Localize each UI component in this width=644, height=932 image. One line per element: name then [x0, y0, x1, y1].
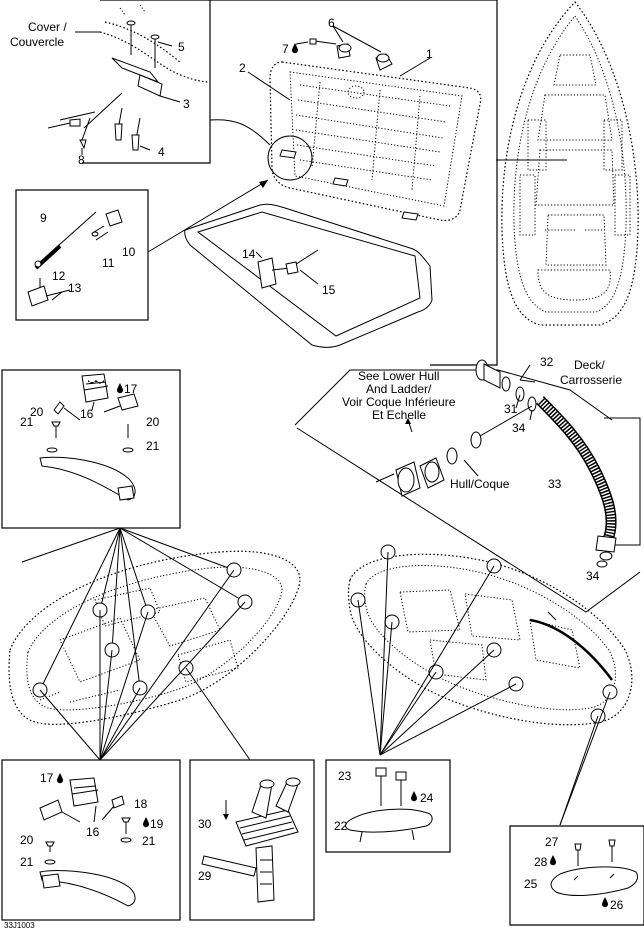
see-lower-hull-line3: Voir Coque Inférieure [342, 395, 456, 409]
callout-23: 23 [338, 769, 352, 783]
callout-20-upper-left: 20 [30, 405, 44, 419]
callout-4: 4 [158, 145, 165, 159]
callout-1: 1 [426, 47, 433, 61]
sealant-drop-icon [602, 897, 608, 908]
callout-9: 9 [40, 211, 47, 225]
callout-18: 18 [134, 797, 148, 811]
callout-19: 19 [150, 817, 164, 831]
deck-label-fr: Carrosserie [560, 373, 622, 387]
callout-22: 22 [334, 819, 348, 833]
callout-21-lower-left: 21 [20, 855, 34, 869]
callout-17-upper: 17 [124, 382, 138, 396]
boat-left-iso [8, 550, 301, 761]
callout-10: 10 [122, 245, 136, 259]
deck-label-en: Deck/ [574, 358, 605, 372]
callout-14: 14 [242, 247, 256, 261]
handle-leader-lines [21, 527, 246, 691]
callout-11: 11 [102, 256, 115, 270]
callout-30: 30 [198, 817, 212, 831]
cleat-leaders [357, 551, 611, 826]
callout-21-upper-left: 21 [20, 415, 34, 429]
text-labels: Cover / Couvercle Deck/ Carrosserie See … [4, 20, 622, 930]
cover-label-en: Cover / [28, 20, 67, 34]
callout-3: 3 [183, 97, 190, 111]
cover-link-line [209, 119, 271, 146]
callout-2: 2 [239, 61, 246, 75]
callout-numbers: 1 2 3 4 5 6 7 8 9 10 11 12 13 14 15 17 2… [20, 16, 624, 912]
callout-28: 28 [534, 855, 548, 869]
handle-panel-lower [1, 759, 181, 921]
callout-29: 29 [198, 869, 212, 883]
callout-34-upper: 34 [512, 421, 526, 435]
callout-20-upper-right: 20 [146, 415, 160, 429]
cover-label-fr: Couvercle [10, 35, 64, 49]
callout-5: 5 [178, 40, 185, 54]
callout-21-lower-right: 21 [142, 834, 156, 848]
callout-13: 13 [68, 281, 82, 295]
see-lower-hull-line1: See Lower Hull [358, 369, 439, 383]
callout-8: 8 [78, 153, 85, 167]
callout-17-lower: 17 [40, 771, 54, 785]
sealant-drop-icon [143, 817, 149, 828]
callout-21-upper-right: 21 [146, 439, 160, 453]
callout-12: 12 [52, 269, 66, 283]
callout-6: 6 [328, 16, 335, 30]
shift-lever-panel [189, 759, 315, 921]
callout-26: 26 [610, 898, 624, 912]
callout-16-lower: 16 [86, 825, 100, 839]
sealant-drop-icon [292, 43, 298, 54]
sealant-drop-icon [57, 773, 63, 784]
sealant-drop-icon [411, 791, 417, 802]
see-lower-hull-line2: And Ladder/ [366, 382, 432, 396]
callout-24: 24 [420, 791, 434, 805]
cleat-panel [325, 759, 451, 853]
lower-left-leaders [39, 569, 246, 761]
storage-lid-area [184, 0, 567, 366]
callout-16-upper: 16 [80, 407, 94, 421]
callout-34-lower: 34 [586, 569, 600, 583]
handle-panel-upper [1, 369, 181, 529]
callout-20-lower: 20 [20, 833, 34, 847]
callout-15: 15 [322, 283, 336, 297]
gas-spring-panel [15, 179, 269, 321]
boat-top-view [501, 1, 639, 326]
callout-7: 7 [282, 42, 289, 56]
see-lower-hull-line4: Et Echelle [372, 408, 426, 422]
callout-27: 27 [545, 835, 559, 849]
cover-detail-panel [47, 0, 211, 164]
sealant-drop-icon [550, 855, 556, 866]
callout-31: 31 [504, 402, 518, 416]
callout-32: 32 [540, 355, 554, 369]
hull-label: Hull/Coque [450, 477, 510, 491]
callout-25: 25 [524, 877, 538, 891]
pad-panel [509, 825, 644, 926]
figure-code: 33J1003 [4, 921, 35, 930]
drain-hose-assembly [294, 359, 641, 613]
sealant-drop-icon [117, 383, 123, 394]
callout-33: 33 [548, 477, 562, 491]
